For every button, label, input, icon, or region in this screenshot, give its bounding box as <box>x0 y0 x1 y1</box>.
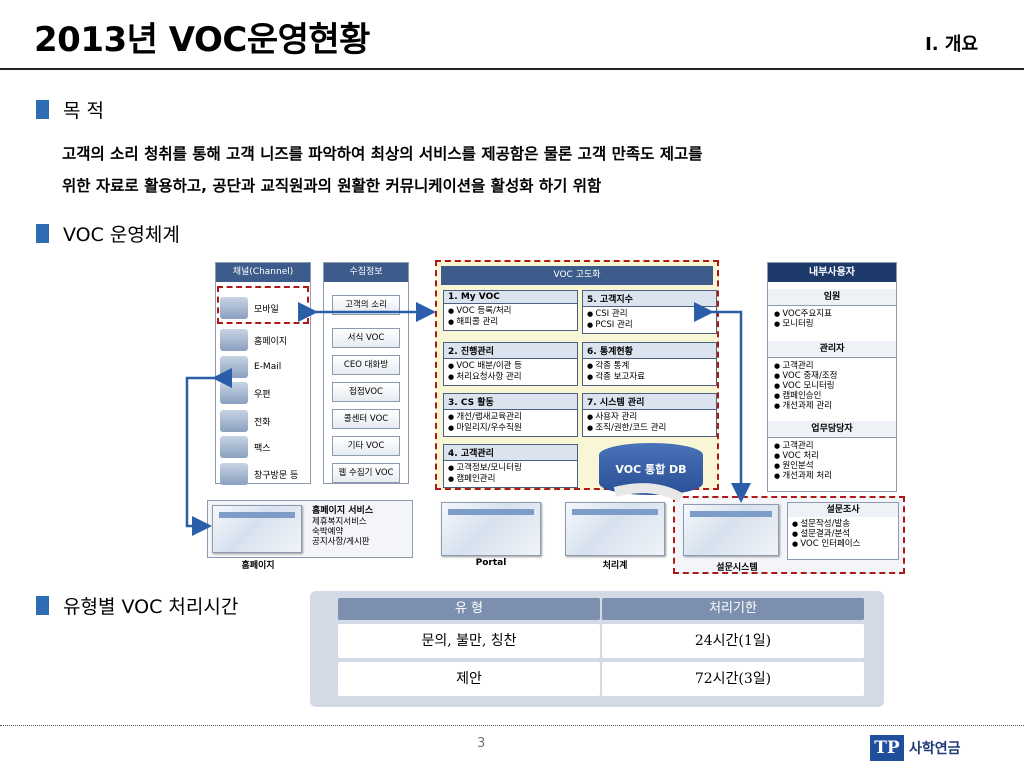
collect-item: 서식 VOC <box>332 328 400 348</box>
channel-homepage: 홈페이지 <box>220 329 287 351</box>
square-bullet-icon <box>36 100 49 119</box>
organization-logo: TP 사학연금 <box>870 735 961 761</box>
internal-users-header: 내부사용자 <box>768 263 896 282</box>
collect-item: 웹 수집기 VOC <box>332 463 400 483</box>
table-cell-type: 문의, 불만, 칭찬 <box>338 624 600 658</box>
channel-mobile: 모바일 <box>220 297 279 319</box>
title-divider <box>0 68 1024 70</box>
caption-portal: Portal <box>475 558 507 568</box>
collect-item: 콜센터 VOC <box>332 409 400 429</box>
module-cs-activity: 3. CS 활동 개선/랩새교육관리마일리지/우수직원 <box>443 393 578 437</box>
voc-system-diagram: 채널(Channel) 모바일 홈페이지 E-Mail 우편 전화 팩스 창구방… <box>183 256 909 578</box>
processing-time-heading-label: 유형별 VOC 처리시간 <box>63 596 239 618</box>
purpose-text: 고객의 소리 청취를 통해 고객 니즈를 파악하여 최상의 서비스를 제공함은 … <box>62 138 982 202</box>
survey-list: 설문작성/발송 설문결과/분석 VOC 인터페이스 <box>788 517 898 551</box>
db-link-arrow <box>613 483 684 503</box>
caption-homepage: 홈페이지 <box>241 561 275 571</box>
page-title: 2013년 VOC운영현황 <box>34 20 370 60</box>
collect-header: 수집정보 <box>324 263 408 282</box>
survey-title: 설문조사 <box>788 503 898 517</box>
executive-section: 임원 VOC주요지표모니터링 <box>768 289 896 332</box>
collect-column: 수집정보 고객의 소리 서식 VOC CEO 대화방 접점VOC 콜센터 VOC… <box>323 262 409 484</box>
table-header-deadline: 처리기한 <box>602 598 864 620</box>
portal-screenshot <box>441 502 541 556</box>
internal-users-column: 내부사용자 임원 VOC주요지표모니터링 관리자 고객관리VOC 중재/조정VO… <box>767 262 897 492</box>
table-cell-deadline: 72시간(3일) <box>602 662 864 696</box>
system-heading-label: VOC 운영체계 <box>63 224 180 246</box>
collect-item: 기타 VOC <box>332 436 400 456</box>
processing-time-table: 유 형 처리기한 문의, 불만, 칭찬 24시간(1일) 제안 72시간(3일) <box>310 591 884 707</box>
square-bullet-icon <box>36 224 49 243</box>
homepage-service-list: 제휴복지서비스 숙박예약 공지사항/게시판 <box>312 517 370 547</box>
table-cell-type: 제안 <box>338 662 600 696</box>
table-cell-deadline: 24시간(1일) <box>602 624 864 658</box>
collect-item: 접점VOC <box>332 382 400 402</box>
homepage-service-title: 홈페이지 서비스 <box>312 506 374 516</box>
core-survey-arrow <box>694 302 751 503</box>
survey-box: 설문조사 설문작성/발송 설문결과/분석 VOC 인터페이스 <box>787 502 899 560</box>
purpose-heading-label: 목 적 <box>63 100 104 122</box>
purpose-heading: 목 적 <box>36 96 104 123</box>
footer-divider <box>0 725 1024 726</box>
monitor-icon <box>220 329 248 351</box>
page-number: 3 <box>477 736 486 751</box>
section-label: Ⅰ. 개요 <box>925 34 978 55</box>
manager-section: 관리자 고객관리VOC 중재/조정VOC 모니터링캠페인승인개선과제 관리 <box>768 341 896 414</box>
diagram-arrows <box>185 302 751 536</box>
staff-section: 업무담당자 고객관리VOC 처리원인분석개선과제 처리 <box>768 421 896 484</box>
purpose-line-1: 고객의 소리 청취를 통해 고객 니즈를 파악하여 최상의 서비스를 제공함은 … <box>62 145 703 163</box>
mobile-icon <box>220 297 248 319</box>
processing-time-heading: 유형별 VOC 처리시간 <box>36 592 238 619</box>
processing-screenshot <box>565 502 665 556</box>
channel-homepage-arrow <box>185 368 232 536</box>
purpose-line-2: 위한 자료로 활용하고, 공단과 교직원과의 원활한 커뮤니케이션을 활성화 하… <box>62 177 602 195</box>
square-bullet-icon <box>36 596 49 615</box>
module-system: 7. 시스템 관리 사용자 관리조직/권한/코드 관리 <box>582 393 717 437</box>
caption-processing: 처리계 <box>602 561 628 571</box>
logo-text: 사학연금 <box>909 741 961 757</box>
module-my-voc: 1. My VOC VOC 등록/처리해피콜 관리 <box>443 290 578 331</box>
voc-core-header: VOC 고도화 <box>441 266 713 285</box>
collect-item: CEO 대화방 <box>332 355 400 375</box>
module-progress: 2. 진행관리 VOC 배분/이관 등처리요청사항 관리 <box>443 342 578 386</box>
survey-screenshot <box>683 504 779 556</box>
module-customer-index: 5. 고객지수 CSI 관리PCSI 관리 <box>582 290 717 334</box>
module-customer: 4. 고객관리 고객정보/모니터링캠페인관리 <box>443 444 578 488</box>
caption-survey-system: 설문시스템 <box>716 563 758 573</box>
table-header-type: 유 형 <box>338 598 600 620</box>
logo-icon: TP <box>870 735 904 761</box>
channel-header: 채널(Channel) <box>216 263 310 282</box>
system-heading: VOC 운영체계 <box>36 220 180 247</box>
homepage-service-panel: 홈페이지 서비스 제휴복지서비스 숙박예약 공지사항/게시판 <box>207 500 413 558</box>
survey-system-panel: 설문조사 설문작성/발송 설문결과/분석 VOC 인터페이스 설문시스템 <box>673 496 905 574</box>
